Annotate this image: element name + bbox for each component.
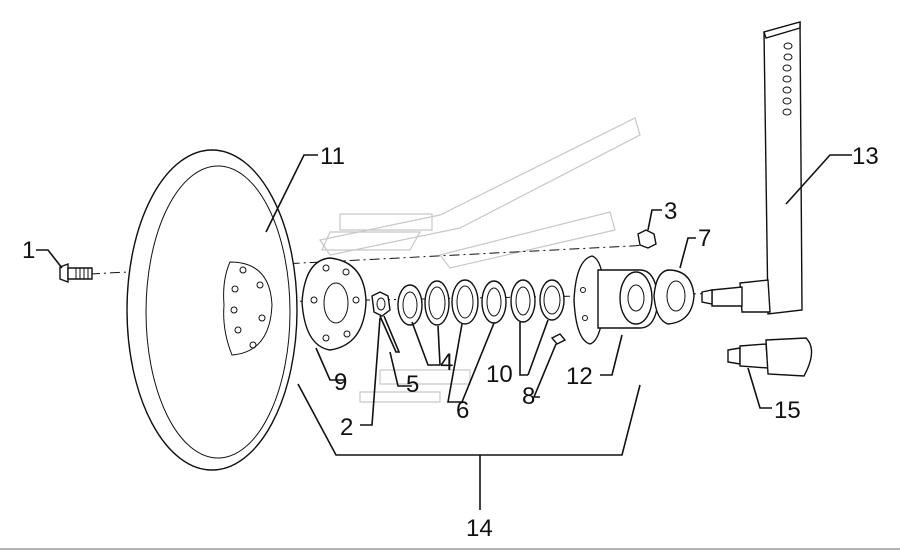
stub-axle-part-15 (727, 337, 813, 377)
hub-part-12 (573, 255, 659, 345)
callout-14: 14 (466, 515, 493, 542)
grease-nipple-part-8 (550, 333, 567, 345)
callout-6: 6 (456, 397, 469, 424)
bolt-part-1 (59, 262, 93, 284)
callout-11: 11 (320, 143, 345, 170)
assembly-bracket (297, 383, 641, 456)
arm-part-13 (701, 21, 803, 315)
nut-part-2 (371, 291, 391, 317)
callout-13: 13 (852, 143, 879, 170)
collar-part-7 (653, 269, 695, 325)
bearing-set (397, 279, 565, 326)
callout-10: 10 (486, 361, 513, 388)
disc-part-11 (126, 149, 298, 471)
callout-9: 9 (334, 369, 347, 396)
callout-8: 8 (522, 383, 535, 410)
lock-nut-part-3 (637, 229, 657, 249)
flange-plate-part-9 (301, 257, 367, 351)
callout-5: 5 (406, 371, 419, 398)
callout-3: 3 (664, 198, 677, 225)
split-pin-part-5 (379, 315, 401, 353)
callout-4: 4 (440, 349, 453, 376)
callout-12: 12 (566, 363, 593, 390)
callout-15: 15 (774, 397, 801, 424)
callout-7: 7 (698, 225, 711, 252)
callout-1: 1 (22, 237, 35, 264)
callout-2: 2 (340, 414, 353, 441)
leader-lines (36, 154, 852, 426)
axis-line-upper (69, 244, 651, 276)
